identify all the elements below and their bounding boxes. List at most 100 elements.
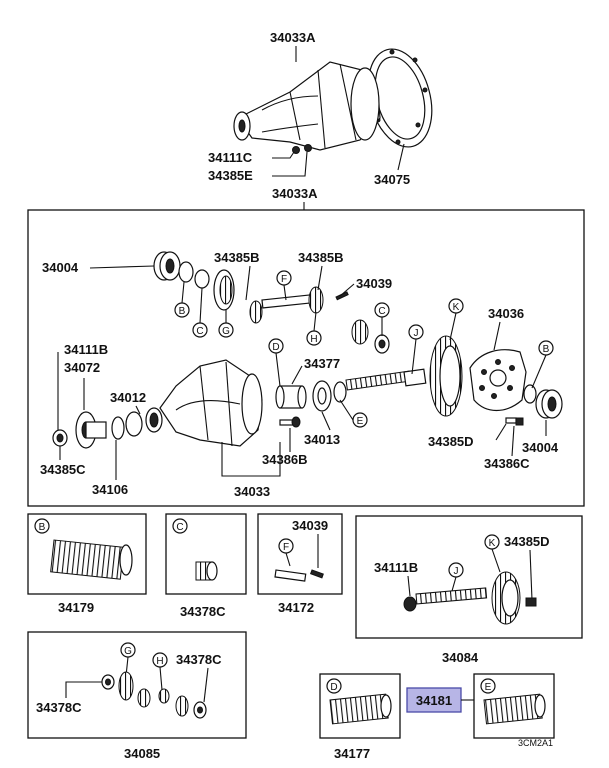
label-bearing-right: 34004 [522, 440, 559, 455]
kit-d-callout: D [330, 682, 337, 693]
label-bolt-c: 34111C [208, 150, 253, 165]
kit-b-callout: B [39, 522, 46, 533]
main-assembly-parts: 34004 34385B 34385B 34039 [40, 250, 563, 499]
label-kit-c: 34378C [180, 604, 226, 619]
label-kit-gh-right: 34378C [176, 652, 222, 667]
side-gear-drawing [213, 269, 235, 311]
kit-gh-callout-g: G [124, 646, 132, 657]
label-kit-j-d: 34385D [504, 534, 550, 549]
differential-housing-top-drawing [233, 61, 381, 151]
svg-text:B: B [543, 344, 550, 355]
label-housing-bottom: 34033 [234, 484, 270, 499]
callout-j-1: J [408, 324, 424, 375]
kit-j-callout-k: K [489, 538, 496, 549]
label-bolt-b2: 34385B [298, 250, 344, 265]
highlighted-part-group[interactable]: 34181 [406, 687, 474, 713]
kit-j-callout-j: J [454, 566, 459, 577]
kit-gh-box [27, 631, 247, 739]
flange-drawing [52, 411, 107, 449]
kit-j-box [355, 515, 583, 639]
label-washer: 34106 [92, 482, 128, 497]
bolt-d-drawing [505, 417, 517, 424]
label-flange-bolt: 34111B [64, 342, 108, 357]
callout-c-1: C [192, 287, 208, 338]
bearing-right-drawing [535, 389, 563, 419]
kit-f-box [257, 513, 343, 595]
label-kit-j-bolt: 34111B [374, 560, 418, 575]
callout-d-1: D [268, 338, 284, 387]
label-highlighted-part[interactable]: 34181 [416, 693, 452, 708]
label-housing-box: 34033A [272, 186, 318, 201]
label-flange: 34072 [64, 360, 100, 375]
carrier-drawing [469, 349, 537, 412]
label-kit-gh-left: 34378C [36, 700, 82, 715]
bolt-c-drawing [292, 146, 300, 154]
svg-text:B: B [179, 306, 186, 317]
label-kit-gh: 34085 [124, 746, 160, 761]
kit-j-pinion-drawing [403, 571, 537, 625]
highlighted-part-badge[interactable] [406, 687, 462, 713]
callout-c-2: C [374, 302, 390, 336]
kit-d-box [319, 673, 401, 739]
label-kit-j: 34084 [442, 650, 479, 665]
label-washer-e: 34385E [208, 168, 253, 183]
kit-c-group: C 34378C [165, 513, 247, 619]
washer-e-drawing [304, 144, 312, 152]
label-kit-b: 34179 [58, 600, 94, 615]
label-nut: 34385C [40, 462, 86, 477]
svg-text:C: C [196, 326, 203, 337]
kit-e-rings-drawing [483, 693, 546, 725]
spacer-drawing [275, 380, 332, 412]
svg-text:K: K [453, 302, 460, 313]
bolt-drawing [279, 416, 301, 428]
callout-k-1: K [448, 298, 464, 341]
label-seal: 34012 [110, 390, 146, 405]
label-kit-f: 34172 [278, 600, 314, 615]
sleeve-drawing [333, 368, 427, 403]
callout-h-1: H [306, 311, 322, 346]
svg-text:D: D [272, 342, 279, 353]
label-kit-d: 34177 [334, 746, 370, 761]
label-bolt-c2: 34386C [484, 456, 530, 471]
label-bolt-b1: 34385B [214, 250, 260, 265]
label-housing-top: 34033A [270, 30, 316, 45]
callout-e-1: E [339, 399, 368, 428]
svg-text:F: F [281, 274, 287, 285]
kit-c-washers-drawing [195, 561, 218, 581]
kit-d-group: D 34177 [319, 673, 401, 761]
kit-b-rings-drawing [50, 539, 133, 580]
ring-gear-drawing [429, 335, 463, 417]
svg-text:J: J [414, 328, 419, 339]
callout-b-2: B [531, 340, 554, 389]
kit-gh-gears-drawing [101, 671, 207, 719]
svg-text:C: C [378, 306, 385, 317]
main-assembly-box [27, 209, 585, 507]
kit-b-box [27, 513, 147, 595]
kit-d-rings-drawing [329, 693, 392, 725]
kit-b-group: B 34179 [27, 513, 147, 615]
pinion-gear-right-drawing [351, 319, 390, 354]
top-housing-assembly: 34033A 34111C 34385E 34075 34033A [208, 30, 433, 210]
label-bolt: 34386B [262, 452, 308, 467]
kit-e-callout: E [485, 682, 492, 693]
seal-drawing [111, 407, 163, 440]
differential-housing-drawing [159, 359, 263, 447]
label-kit-f-pin: 34039 [292, 518, 328, 533]
kit-c-box [165, 513, 247, 595]
kit-j-group: 34111B J K 34385D 34084 [355, 515, 583, 665]
pinion-shaft-drawing [249, 286, 349, 324]
kit-f-shaft-drawing [274, 569, 307, 582]
kit-e-group: E [473, 673, 555, 739]
callout-b-1: B [174, 281, 190, 318]
svg-text:E: E [357, 416, 364, 427]
label-spacer: 34377 [304, 356, 340, 371]
kit-gh-callout-h: H [156, 656, 163, 667]
callout-f-1: F [276, 270, 292, 301]
bearing-left-drawing [153, 251, 210, 289]
kit-f-callout: F [283, 542, 289, 553]
diagram-code: 3CM2A1 [518, 738, 553, 748]
label-bolt-d: 34385D [428, 434, 474, 449]
label-bearing-left: 34004 [42, 260, 79, 275]
kit-e-box [473, 673, 555, 739]
